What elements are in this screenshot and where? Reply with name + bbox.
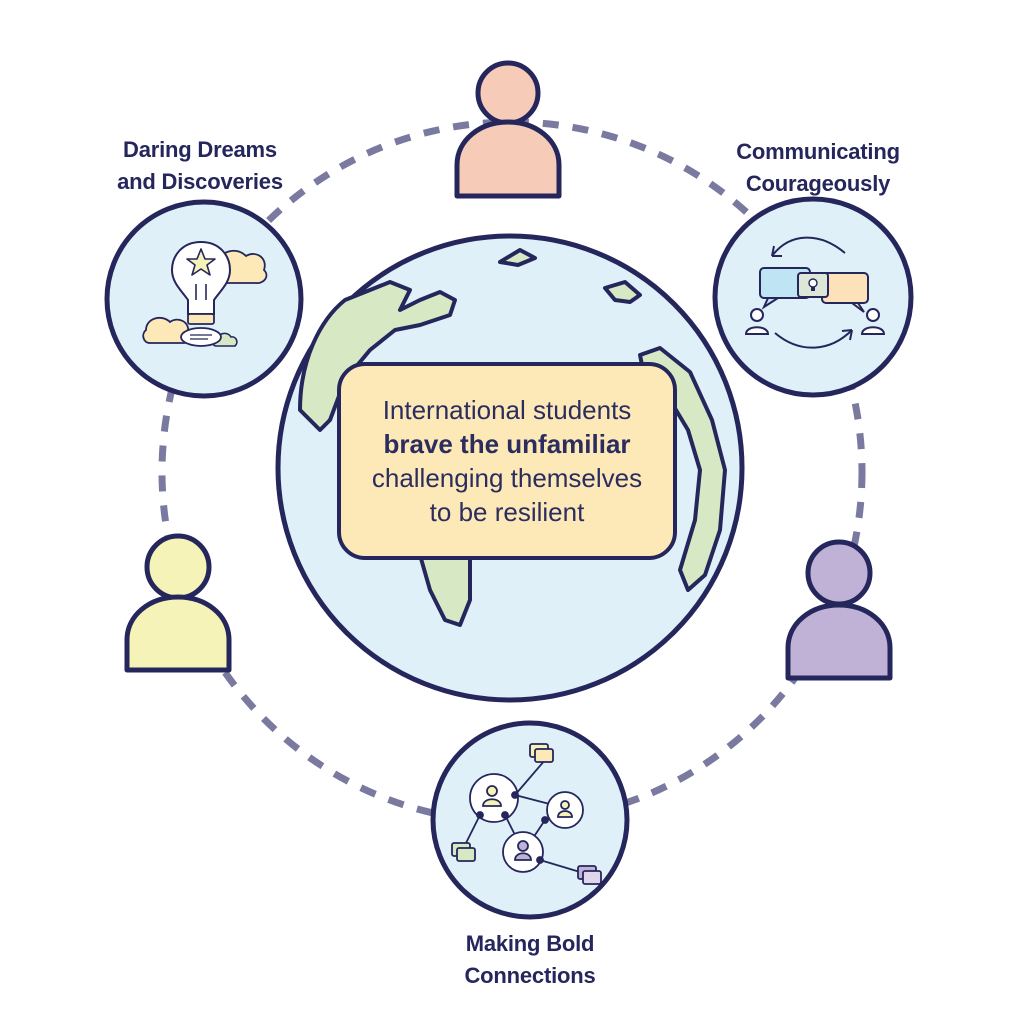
- dreams-label-line-1: Daring Dreams: [123, 137, 277, 162]
- connections-label-line-2: Connections: [464, 963, 596, 988]
- center-message-box: International students brave the unfamil…: [337, 362, 677, 560]
- connections-label: Making Bold Connections: [430, 928, 630, 992]
- center-line-2-bold: brave the unfamiliar: [383, 429, 631, 459]
- person-left: [124, 533, 232, 673]
- dreams-label-line-2: and Discoveries: [117, 169, 283, 194]
- dreams-circle: [104, 199, 304, 399]
- person-top: [454, 60, 562, 199]
- communicating-label-line-1: Communicating: [736, 139, 900, 164]
- communicating-label: Communicating Courageously: [718, 136, 918, 200]
- center-line-3: challenging themselves: [371, 463, 643, 493]
- island-top: [498, 248, 537, 267]
- network-people-icon: [451, 743, 602, 885]
- person-right: [785, 539, 893, 681]
- center-line-1: International students: [382, 395, 632, 425]
- island-top-right: [603, 280, 642, 304]
- connections-label-line-1: Making Bold: [465, 931, 595, 956]
- dreams-label: Daring Dreams and Discoveries: [100, 134, 300, 198]
- center-line-4: to be resilient: [429, 497, 585, 527]
- conversation-exchange-icon: [744, 236, 886, 349]
- connections-circle: [430, 720, 630, 920]
- communicating-label-line-2: Courageously: [745, 171, 891, 196]
- communicating-circle: [712, 196, 914, 398]
- lightbulb-star-icon: [142, 240, 268, 347]
